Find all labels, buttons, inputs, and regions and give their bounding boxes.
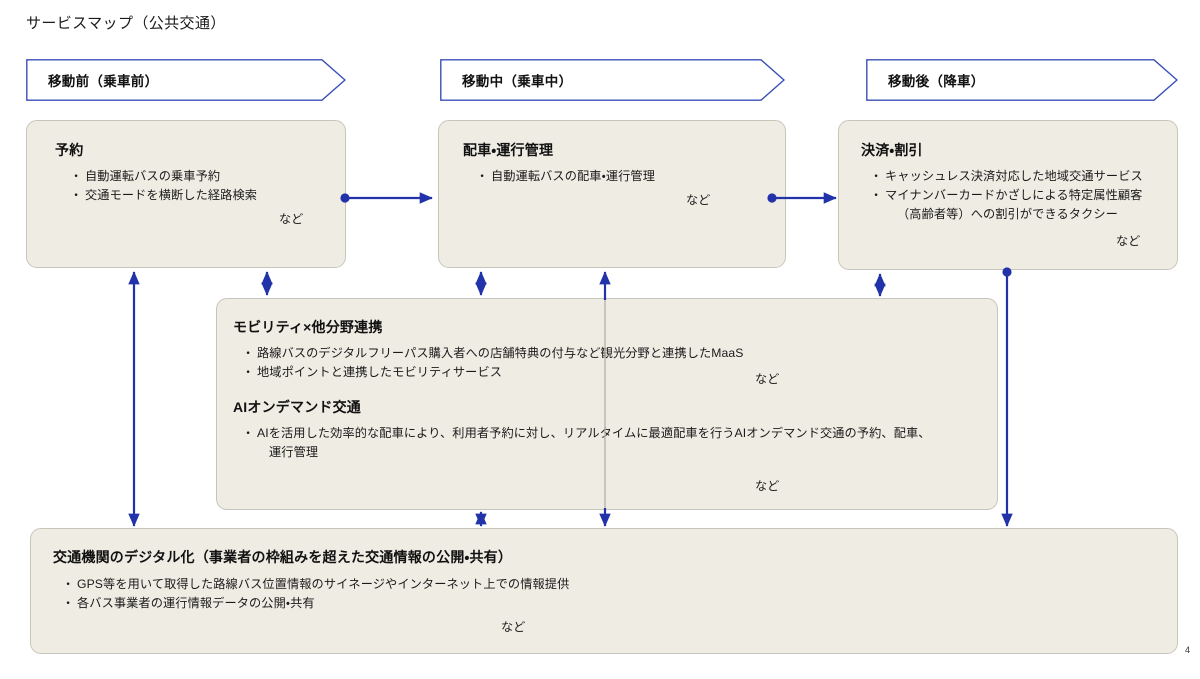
list-item: 運行管理 bbox=[269, 445, 319, 459]
phase-banner-during[interactable]: 移動中（乗車中） bbox=[440, 59, 785, 101]
card-dispatch[interactable]: 配車・運行管理 自動運転バスの配車・運行管理 など bbox=[438, 120, 786, 268]
phase-banner-during-label: 移動中（乗車中） bbox=[462, 74, 573, 89]
page-title: サービスマップ（公共交通） bbox=[26, 15, 226, 32]
chevron-shape-icon bbox=[26, 59, 346, 101]
card-payment-title: 決済・割引 bbox=[861, 142, 923, 158]
card-dispatch-nado: など bbox=[686, 193, 711, 207]
card-dispatch-bullets: 自動運転バスの配車・運行管理 bbox=[476, 167, 777, 186]
card-ai-ondemand-title: AIオンデマンド交通 bbox=[233, 399, 361, 415]
card-payment[interactable]: 決済・割引 キャッシュレス決済対応した地域交通サービス マイナンバーカードかざし… bbox=[838, 120, 1178, 270]
card-digitalization-nado: など bbox=[501, 620, 526, 634]
connector-reservation-to-dispatch bbox=[340, 192, 433, 204]
card-reservation-bullets: 自動運転バスの乗車予約 交通モードを横断した経路検索 bbox=[70, 167, 337, 205]
card-reservation-nado: など bbox=[279, 212, 304, 226]
card-reservation-title: 予約 bbox=[55, 142, 84, 158]
list-item: 交通モードを横断した経路検索 bbox=[70, 186, 337, 205]
card-dispatch-title: 配車・運行管理 bbox=[463, 142, 554, 158]
card-payment-nado: など bbox=[1116, 234, 1141, 248]
card-mobility-cross-nado: など bbox=[755, 372, 780, 386]
list-item: AIを活用した効率的な配車により、利用者予約に対し、リアルタイムに最適配車を行う… bbox=[242, 424, 988, 443]
connector-payment-to-digitalization bbox=[1001, 267, 1013, 527]
phase-banner-after-label: 移動後（降車） bbox=[888, 74, 985, 89]
card-digitalization[interactable]: 交通機関のデジタル化（事業者の枠組みを超えた交通情報の公開・共有） GPS等を用… bbox=[30, 528, 1178, 654]
card-digitalization-bullets: GPS等を用いて取得した路線バス位置情報のサイネージやインターネット上での情報提… bbox=[62, 575, 1153, 613]
list-item: 路線バスのデジタルフリーパス購入者への店舗特典の付与など観光分野と連携したMaa… bbox=[242, 344, 983, 363]
phase-banner-before-label: 移動前（乗車前） bbox=[48, 74, 159, 89]
chevron-shape-icon bbox=[440, 59, 785, 101]
card-payment-bullets: キャッシュレス決済対応した地域交通サービス マイナンバーカードかざしによる特定属… bbox=[870, 167, 1177, 224]
card-ai-ondemand-nado: など bbox=[755, 479, 780, 493]
page-number: 4 bbox=[1184, 645, 1190, 655]
phase-banner-after[interactable]: 移動後（降車） bbox=[866, 59, 1178, 101]
list-item: 地域ポイントと連携したモビリティサービス bbox=[242, 363, 983, 382]
phase-banner-before[interactable]: 移動前（乗車前） bbox=[26, 59, 346, 101]
list-item: マイナンバーカードかざしによる特定属性顧客 bbox=[870, 186, 1177, 205]
list-item: 自動運転バスの乗車予約 bbox=[70, 167, 337, 186]
list-item: （高齢者等）への割引ができるタクシー bbox=[897, 207, 1118, 221]
list-item: 各バス事業者の運行情報データの公開・共有 bbox=[62, 594, 1153, 613]
list-item: 自動運転バスの配車・運行管理 bbox=[476, 167, 777, 186]
card-mobility-cross-title: モビリティ×他分野連携 bbox=[233, 319, 383, 335]
connector-dispatch-to-payment bbox=[767, 192, 837, 204]
card-reservation[interactable]: 予約 自動運転バスの乗車予約 交通モードを横断した経路検索 など bbox=[26, 120, 346, 268]
chevron-shape-icon bbox=[866, 59, 1178, 101]
card-ai-ondemand-bullets: AIを活用した効率的な配車により、利用者予約に対し、リアルタイムに最適配車を行う… bbox=[242, 424, 988, 462]
card-middle-panel[interactable]: モビリティ×他分野連携 路線バスのデジタルフリーパス購入者への店舗特典の付与など… bbox=[216, 298, 998, 510]
list-item: GPS等を用いて取得した路線バス位置情報のサイネージやインターネット上での情報提… bbox=[62, 575, 1153, 594]
list-item: キャッシュレス決済対応した地域交通サービス bbox=[870, 167, 1177, 186]
card-digitalization-title: 交通機関のデジタル化（事業者の枠組みを超えた交通情報の公開・共有） bbox=[53, 549, 513, 565]
card-mobility-cross-bullets: 路線バスのデジタルフリーパス購入者への店舗特典の付与など観光分野と連携したMaa… bbox=[242, 344, 983, 382]
